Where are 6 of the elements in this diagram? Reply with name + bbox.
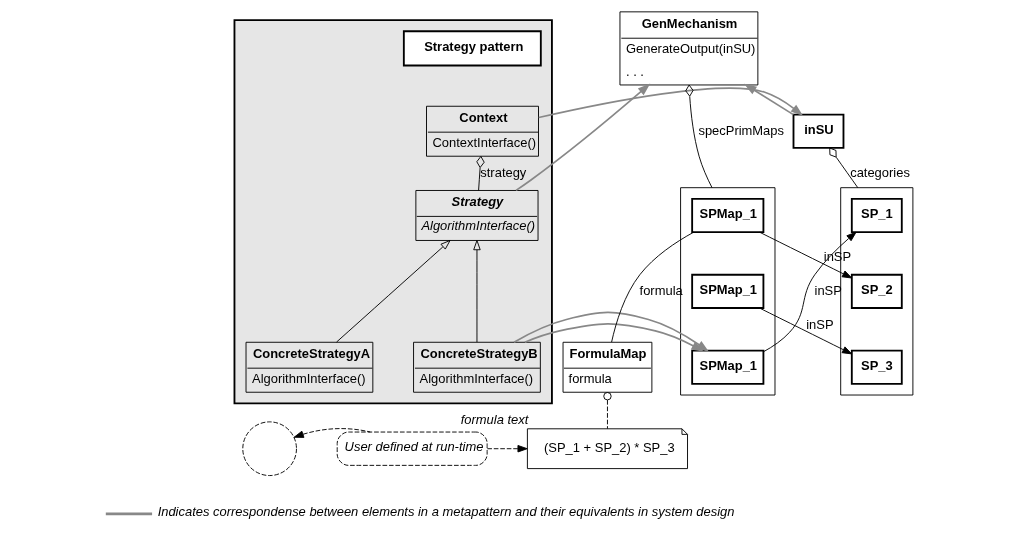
legend-label: Indicates correspondense between elements in a metapattern and their equivalents in system design: [157, 504, 734, 520]
edge-label: categories: [849, 164, 910, 180]
edge-label: inSP: [805, 316, 834, 332]
edge-label: strategy: [479, 164, 526, 180]
edge-label: specPrimMaps: [697, 122, 784, 138]
node-label: formula text: [460, 412, 528, 428]
